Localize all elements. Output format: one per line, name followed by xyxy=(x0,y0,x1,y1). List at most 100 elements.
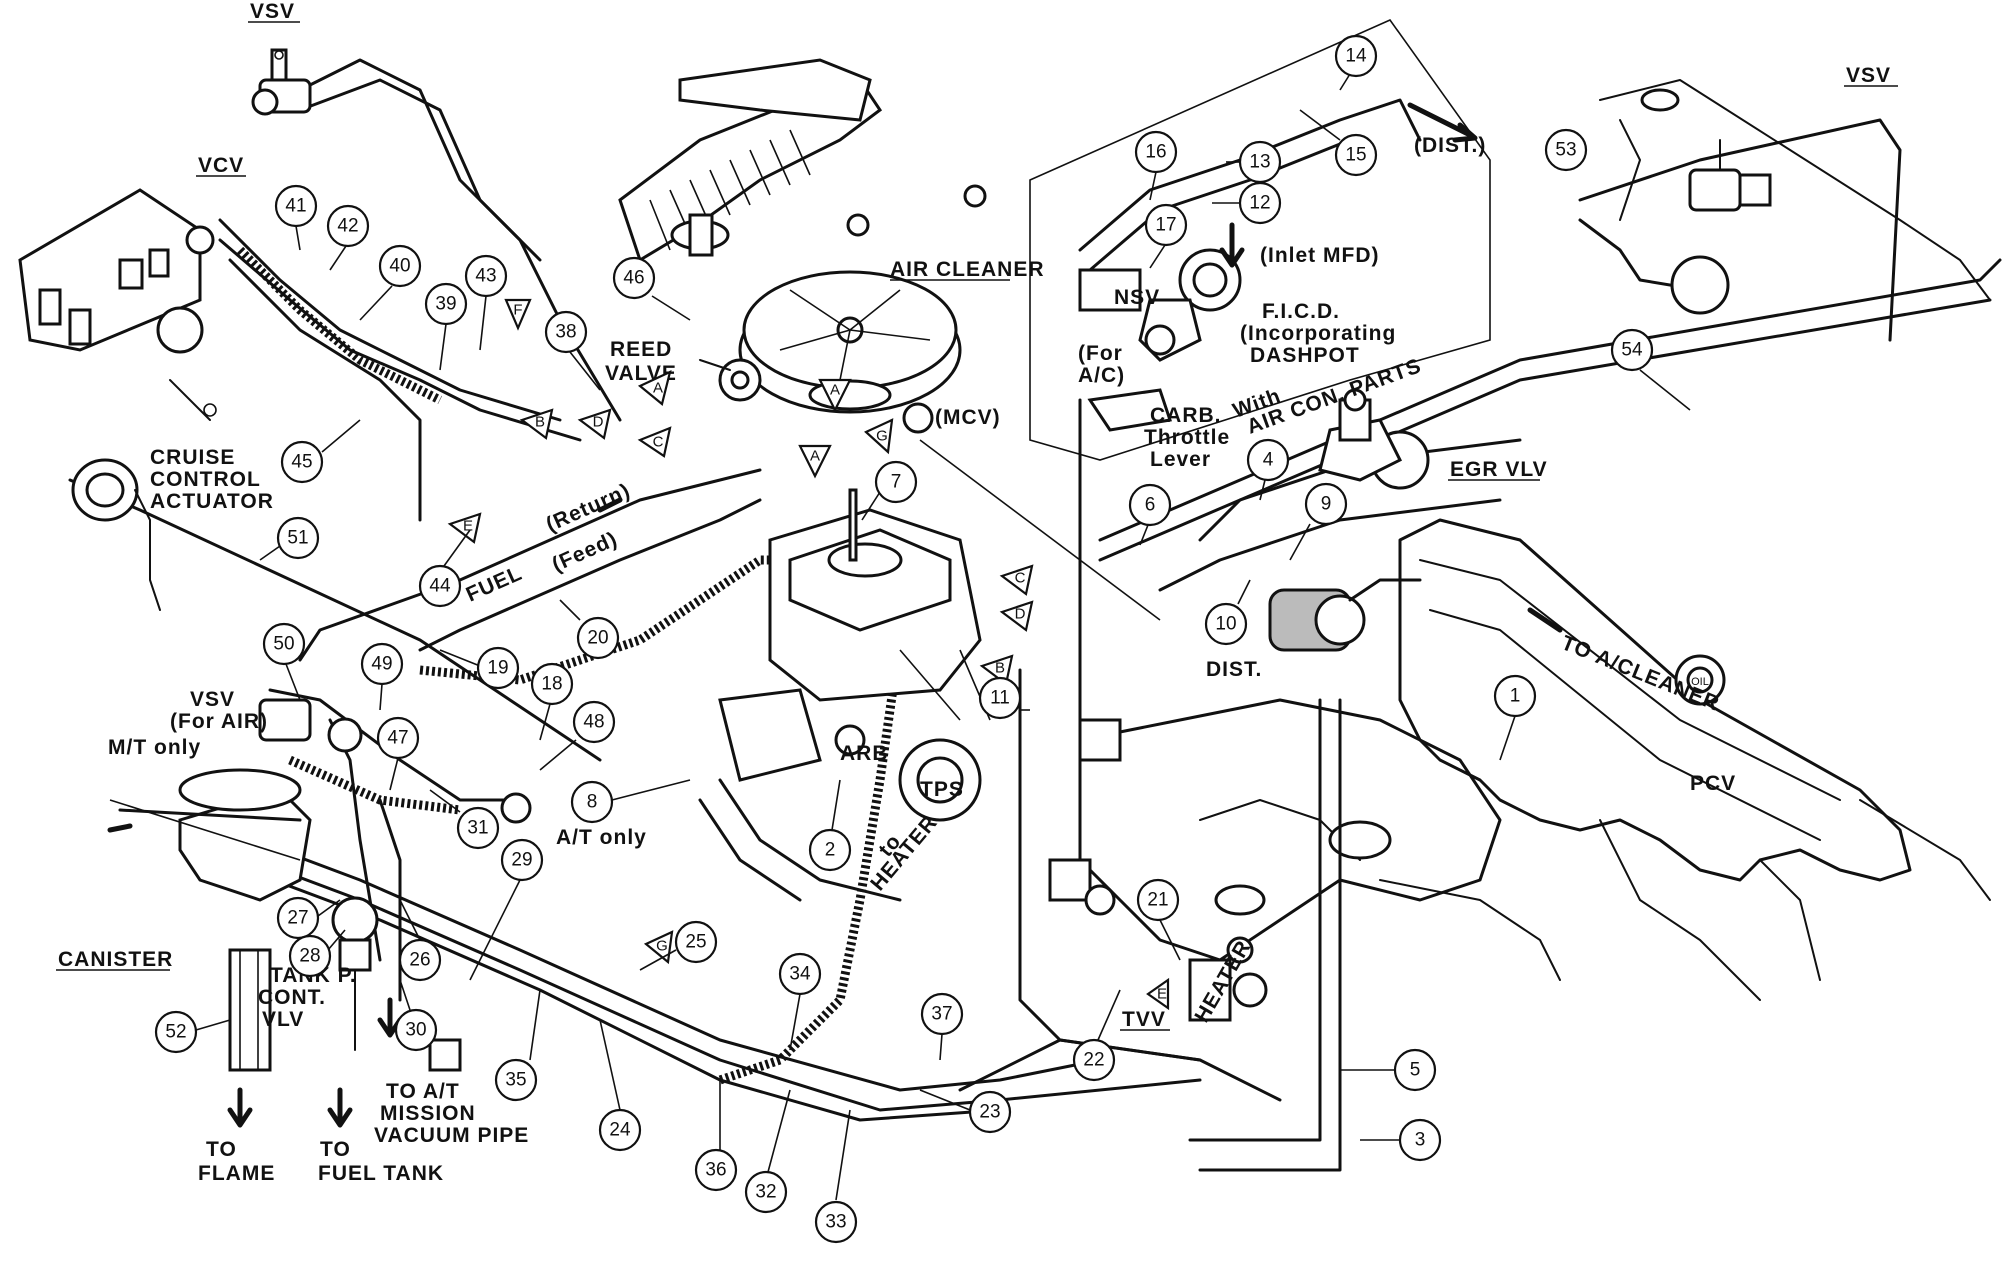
callout-36: 36 xyxy=(694,1080,738,1192)
svg-text:31: 31 xyxy=(467,818,488,839)
svg-text:2: 2 xyxy=(825,840,836,861)
air-cleaner-label: AIR CLEANER xyxy=(890,258,1045,281)
svg-text:33: 33 xyxy=(825,1212,846,1233)
svg-text:41: 41 xyxy=(285,196,306,217)
ficd-dashpot xyxy=(1078,248,1242,432)
svg-text:53: 53 xyxy=(1555,140,1576,161)
callout-53: 53 xyxy=(1544,128,1588,172)
svg-text:17: 17 xyxy=(1155,215,1176,236)
svg-text:D: D xyxy=(1015,606,1026,623)
svg-text:37: 37 xyxy=(931,1004,952,1025)
callout-27: 27 xyxy=(276,896,341,940)
svg-text:29: 29 xyxy=(511,850,532,871)
callout-18: 18 xyxy=(530,662,574,741)
callout-13: 13 xyxy=(1226,140,1282,184)
mcv-label: (MCV) xyxy=(935,406,1001,429)
callout-39: 39 xyxy=(424,282,468,371)
tvv-label: TVV xyxy=(1122,1008,1166,1031)
svg-text:52: 52 xyxy=(165,1022,186,1043)
svg-text:G: G xyxy=(876,428,888,445)
callout-6: 6 xyxy=(1128,483,1172,546)
vsv-top-label: VSV xyxy=(250,0,295,23)
callout-34: 34 xyxy=(778,952,822,1051)
callout-54: 54 xyxy=(1610,328,1691,411)
distributor xyxy=(1268,578,1422,652)
carburetor xyxy=(718,488,991,822)
ficd-label-2: (Incorporating xyxy=(1240,322,1396,345)
svg-text:1: 1 xyxy=(1510,686,1521,707)
callout-16: 16 xyxy=(1134,130,1178,201)
callout-20: 20 xyxy=(559,599,620,660)
svg-text:19: 19 xyxy=(487,658,508,679)
svg-text:12: 12 xyxy=(1249,193,1270,214)
callout-8: 8 xyxy=(570,779,691,824)
intake-manifold xyxy=(1078,698,1561,981)
callout-10: 10 xyxy=(1204,579,1251,646)
svg-text:3: 3 xyxy=(1415,1130,1426,1151)
callout-44: 44 xyxy=(418,529,471,608)
callout-24: 24 xyxy=(598,1019,642,1152)
callout-5: 5 xyxy=(1340,1048,1437,1092)
svg-text:39: 39 xyxy=(435,294,456,315)
svg-text:46: 46 xyxy=(623,268,644,289)
callout-17: 17 xyxy=(1144,203,1188,269)
callout-40: 40 xyxy=(359,244,422,321)
vsv-right xyxy=(1670,139,1772,315)
callouts: 1 2 3 4 5 6 7 8 9 10 11 12 13 14 15 16 1… xyxy=(154,34,1691,1244)
mcv xyxy=(902,402,934,434)
svg-text:44: 44 xyxy=(429,576,451,597)
carb-label-3: Lever xyxy=(1150,448,1211,471)
air-cleaner xyxy=(738,270,962,414)
svg-text:11: 11 xyxy=(990,688,1010,709)
vsv-air-label-1: VSV xyxy=(190,688,235,711)
to-fuel-tank-label: FUEL TANK xyxy=(318,1162,444,1185)
to-heater-label-2: HEATER xyxy=(866,811,942,895)
triangle-marker-d2: D xyxy=(999,600,1034,632)
callout-32: 32 xyxy=(744,1089,791,1214)
svg-text:A: A xyxy=(653,380,663,397)
triangle-marker-b1: B xyxy=(519,408,554,440)
svg-text:G: G xyxy=(656,938,668,955)
vcv-assembly xyxy=(18,188,217,421)
for-ac-label-2: A/C) xyxy=(1078,364,1125,387)
dist-mid-label: DIST. xyxy=(1206,658,1262,681)
callout-28: 28 xyxy=(288,929,346,978)
tank-pressure-control-valve xyxy=(331,896,379,1051)
svg-text:36: 36 xyxy=(705,1160,726,1181)
callout-46: 46 xyxy=(612,256,691,321)
svg-text:32: 32 xyxy=(755,1182,776,1203)
svg-text:9: 9 xyxy=(1321,494,1332,515)
triangle-marker-g2: G xyxy=(643,930,674,965)
svg-text:27: 27 xyxy=(287,908,308,929)
callout-47: 47 xyxy=(376,716,420,791)
mt-only-label: M/T only xyxy=(108,736,201,759)
callout-9: 9 xyxy=(1289,482,1348,561)
carb-side-label: ARB xyxy=(840,742,889,765)
egr-valve xyxy=(1318,388,1430,490)
svg-text:50: 50 xyxy=(273,634,294,655)
callout-26: 26 xyxy=(398,899,442,982)
svg-text:E: E xyxy=(463,518,473,535)
svg-text:C: C xyxy=(1015,570,1026,587)
egr-vlv-label: EGR VLV xyxy=(1450,458,1548,481)
svg-text:18: 18 xyxy=(541,674,562,695)
triangle-marker-g1: G xyxy=(864,418,894,455)
vsv-right-label: VSV xyxy=(1846,64,1891,87)
tvv xyxy=(1188,936,1268,1022)
tank-label-2: CONT. xyxy=(258,986,326,1009)
svg-text:25: 25 xyxy=(685,932,706,953)
svg-text:48: 48 xyxy=(583,712,604,733)
svg-text:43: 43 xyxy=(475,266,496,287)
svg-text:40: 40 xyxy=(389,256,410,277)
callout-50: 50 xyxy=(262,622,306,701)
tank-label-3: VLV xyxy=(262,1008,304,1031)
svg-text:42: 42 xyxy=(337,216,358,237)
triangle-marker-e1: E xyxy=(447,512,482,544)
svg-text:7: 7 xyxy=(891,472,902,493)
callout-43: 43 xyxy=(464,254,508,351)
svg-text:E: E xyxy=(1157,986,1167,1003)
oil-cap-label: OIL xyxy=(1691,676,1709,688)
callout-21: 21 xyxy=(1136,878,1181,961)
cruise-label-2: CONTROL xyxy=(150,468,261,491)
